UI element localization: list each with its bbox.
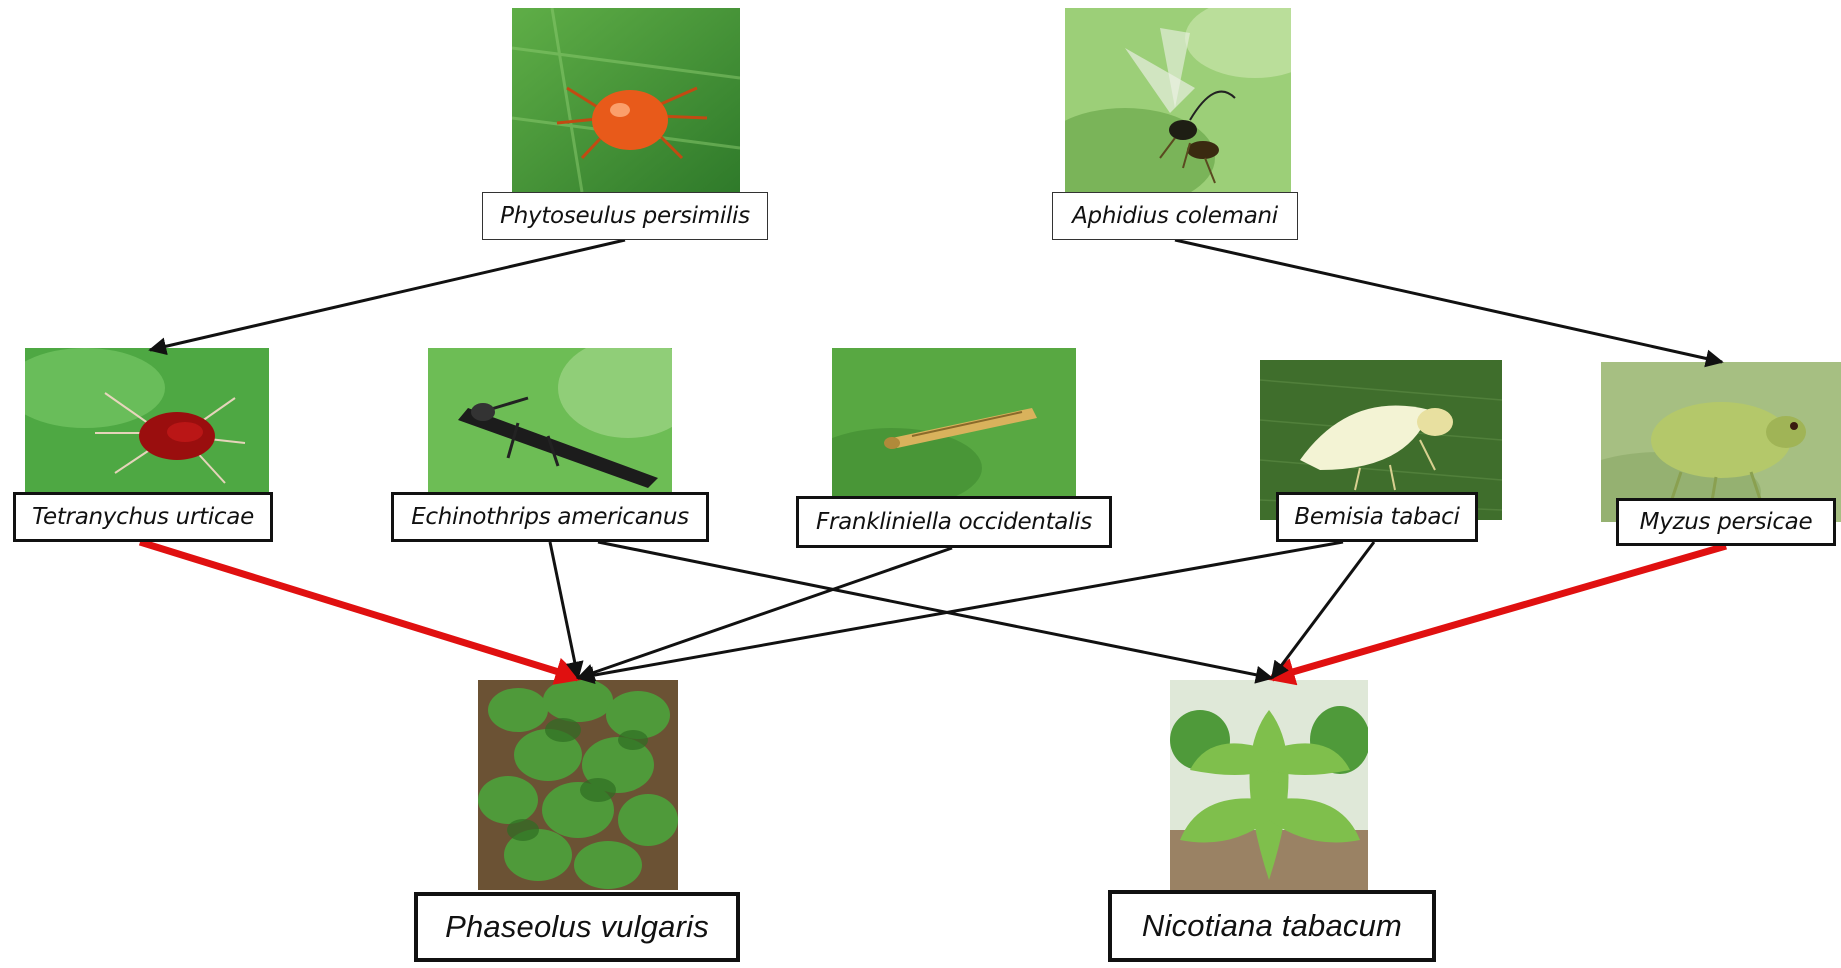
arrow-echinothrips-to-phaseolus [550, 542, 578, 678]
predator-label-aphidius: Aphidius colemani [1052, 192, 1298, 240]
arrow-phytoseulus-to-tetranychus [150, 240, 625, 350]
echinothrips-photo [428, 348, 672, 508]
arrow-echinothrips-to-nicotiana [598, 542, 1272, 678]
pest-label-echinothrips: Echinothrips americanus [391, 492, 709, 542]
arrow-tetranychus-to-phaseolus [140, 542, 578, 678]
frankliniella-photo [832, 348, 1076, 508]
predator-label-phytoseulus: Phytoseulus persimilis [482, 192, 768, 240]
plant-label-phaseolus: Phaseolus vulgaris [414, 892, 740, 962]
pest-label-bemisia: Bemisia tabaci [1276, 492, 1478, 542]
pest-label-tetranychus: Tetranychus urticae [13, 492, 273, 542]
pest-label-myzus: Myzus persicae [1616, 498, 1836, 546]
aphidius-photo [1065, 8, 1291, 192]
arrow-bemisia-to-nicotiana [1272, 542, 1374, 678]
tetranychus-photo [25, 348, 269, 508]
phaseolus-photo [478, 680, 678, 890]
plant-label-nicotiana: Nicotiana tabacum [1108, 890, 1436, 962]
nicotiana-photo [1170, 680, 1368, 890]
arrow-frankliniella-to-phaseolus [578, 548, 952, 678]
arrow-myzus-to-nicotiana [1272, 546, 1726, 678]
phytoseulus-photo [512, 8, 740, 192]
arrow-aphidius-to-myzus [1175, 240, 1722, 362]
arrow-bemisia-to-phaseolus [578, 542, 1343, 678]
pest-label-frankliniella: Frankliniella occidentalis [796, 496, 1112, 548]
